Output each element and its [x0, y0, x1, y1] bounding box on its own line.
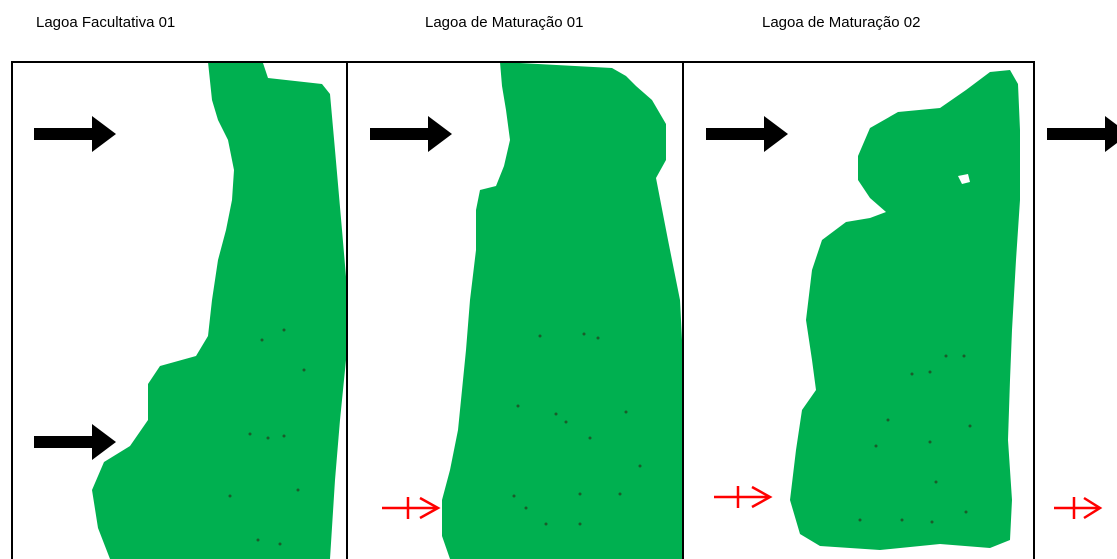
lagoon-dots-maturacao-02: [858, 354, 972, 524]
arrow-right-icon: [706, 116, 788, 152]
arrow-right-icon: [370, 116, 452, 152]
lagoon-maturacao-01: [442, 62, 683, 559]
panel-title-facultativa-01: Lagoa Facultativa 01: [36, 14, 176, 31]
arrow-right-icon: [1047, 116, 1117, 152]
frame-panel-3: [682, 61, 1035, 559]
inflow-arrows: [34, 116, 1117, 460]
lagoon-shape-maturacao-02: [790, 70, 1020, 550]
lagoon-dots-maturacao-01: [512, 332, 642, 526]
panel-title-maturacao-01: Lagoa de Maturação 01: [425, 14, 584, 31]
panel-frames: [11, 61, 1035, 559]
lagoon-island-maturacao-02: [958, 174, 970, 184]
panel-title-maturacao-02: Lagoa de Maturação 02: [762, 14, 921, 31]
crossed-arrow-right-icon: [382, 496, 441, 520]
arrow-right-icon: [34, 424, 116, 460]
lagoon-dots-facultativa-01: [228, 328, 306, 546]
lagoon-maturacao-02: [790, 70, 1020, 550]
lagoon-shape-facultativa-01: [92, 62, 347, 559]
lagoon-shape-maturacao-01: [442, 62, 683, 559]
crossed-arrow-right-icon: [714, 485, 773, 509]
crossed-arrow-right-icon: [1054, 496, 1103, 520]
lagoon-facultativa-01: [92, 62, 347, 559]
outflow-arrows: [382, 485, 1103, 520]
arrow-right-icon: [34, 116, 116, 152]
